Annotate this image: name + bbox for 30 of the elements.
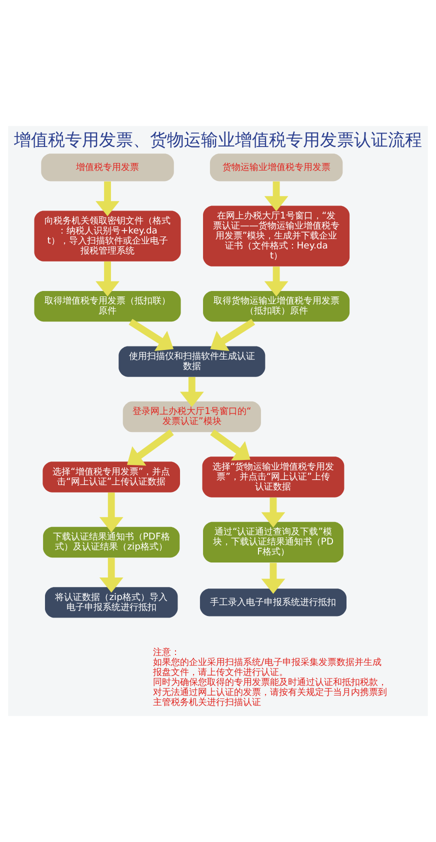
node-box: 在网上办税大厅1号窗口，“发票认证——货物运输业增值税专用发票”模块，生成并下载企业证书（文件格式：Hey.dat） xyxy=(203,206,350,266)
arrow xyxy=(96,261,120,296)
diagram-title: 增值税专用发票、货物运输业增值税专用发票认证流程 xyxy=(14,130,422,150)
node-box: 手工录入电子申报系统进行抵扣 xyxy=(200,588,346,616)
node-box: 选择“增值税专用发票”，并点击“网上认证”上传认证数据 xyxy=(42,462,180,492)
arrow xyxy=(99,558,124,593)
node-box: 取得货物运输业增值税专用发票（抵扣联）原件 xyxy=(203,290,350,322)
node-box: 将认证数据（zip格式）导入电子申报系统进行抵扣 xyxy=(45,587,178,618)
node-box: 选择“货物运输业增值税专用发票”，并点击“网上认证”上传认证数据 xyxy=(202,456,344,498)
arrow xyxy=(261,562,286,594)
node-box: 取得增值税专用发票（抵扣联）原件 xyxy=(34,290,181,322)
label: 如果您的企业采用扫描系统/电子申报采集发票数据并生成报盘文件，请上传文件进行认证。 xyxy=(153,657,382,678)
node-box: 货物运输业增值税专用发票 xyxy=(210,154,343,182)
arrow xyxy=(264,266,288,296)
label: 同时为确保您取得的专用发票能及时通过认证和抵扣税款，对无法通过网上认证的发票，请按有关规定于当月内携票到主管税务机关进行扫描认证 xyxy=(153,677,388,708)
arrow xyxy=(210,318,256,352)
arrow xyxy=(128,318,174,352)
label: 注意： xyxy=(153,647,180,658)
node-box: 增值税专用发票 xyxy=(41,154,174,182)
arrow xyxy=(126,429,174,466)
node-box: 使用扫描仪和扫描软件生成认证数据 xyxy=(118,346,266,377)
node-box: 登录网上办税大厅1号窗口的“发票认证”模块 xyxy=(122,401,261,432)
node-box: 向税务机关领取密钥文件（格式：纳税人识别号+key.dat），导入扫描软件或企业电子报税管理系统 xyxy=(34,210,181,262)
arrow xyxy=(99,492,124,532)
arrow xyxy=(264,181,288,212)
node-box: 通过“认证通过查询及下载”模块，下载认证结果通知书（PDF格式） xyxy=(203,522,344,563)
arrow xyxy=(96,181,120,216)
arrow xyxy=(180,376,204,407)
node-box: 下载认证结果通知书（PDF格式）及认证结果（zip格式） xyxy=(43,526,180,558)
arrow xyxy=(261,498,286,528)
